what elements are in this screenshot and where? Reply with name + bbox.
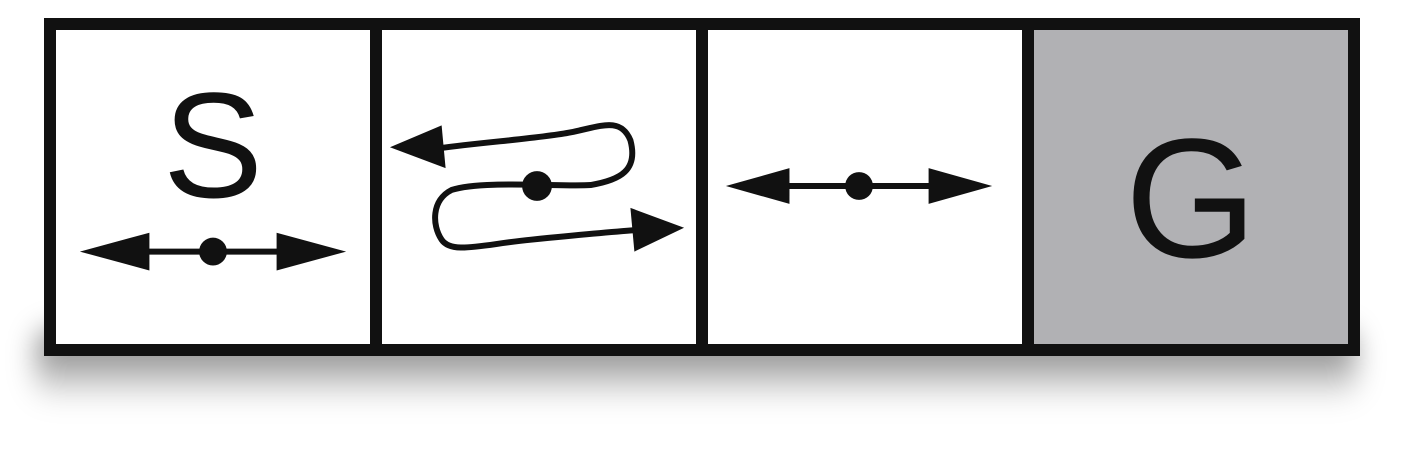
arrowhead-left-icon: [389, 125, 446, 169]
cell-middle: [696, 30, 1022, 344]
agent-dot-icon: [199, 237, 227, 266]
left-right-arrow-icon: [725, 168, 993, 204]
corridor-grid: S: [44, 18, 1360, 356]
arrowhead-right-icon: [630, 207, 685, 252]
arrowhead-left-icon: [725, 168, 790, 204]
agent-dot-icon: [522, 171, 552, 201]
agent-dot-icon: [845, 172, 873, 200]
arrowhead-left-icon: [79, 232, 150, 271]
cell-goal: G: [1022, 30, 1348, 344]
arrowhead-right-icon: [276, 232, 347, 271]
cell-random: [370, 30, 696, 344]
cell-start: S: [56, 30, 370, 344]
goal-label: G: [1124, 104, 1258, 294]
left-right-arrow-icon: [79, 232, 347, 271]
random-walk-arrow-icon: [389, 122, 685, 252]
arrowhead-right-icon: [928, 168, 993, 204]
start-label: S: [162, 61, 264, 229]
